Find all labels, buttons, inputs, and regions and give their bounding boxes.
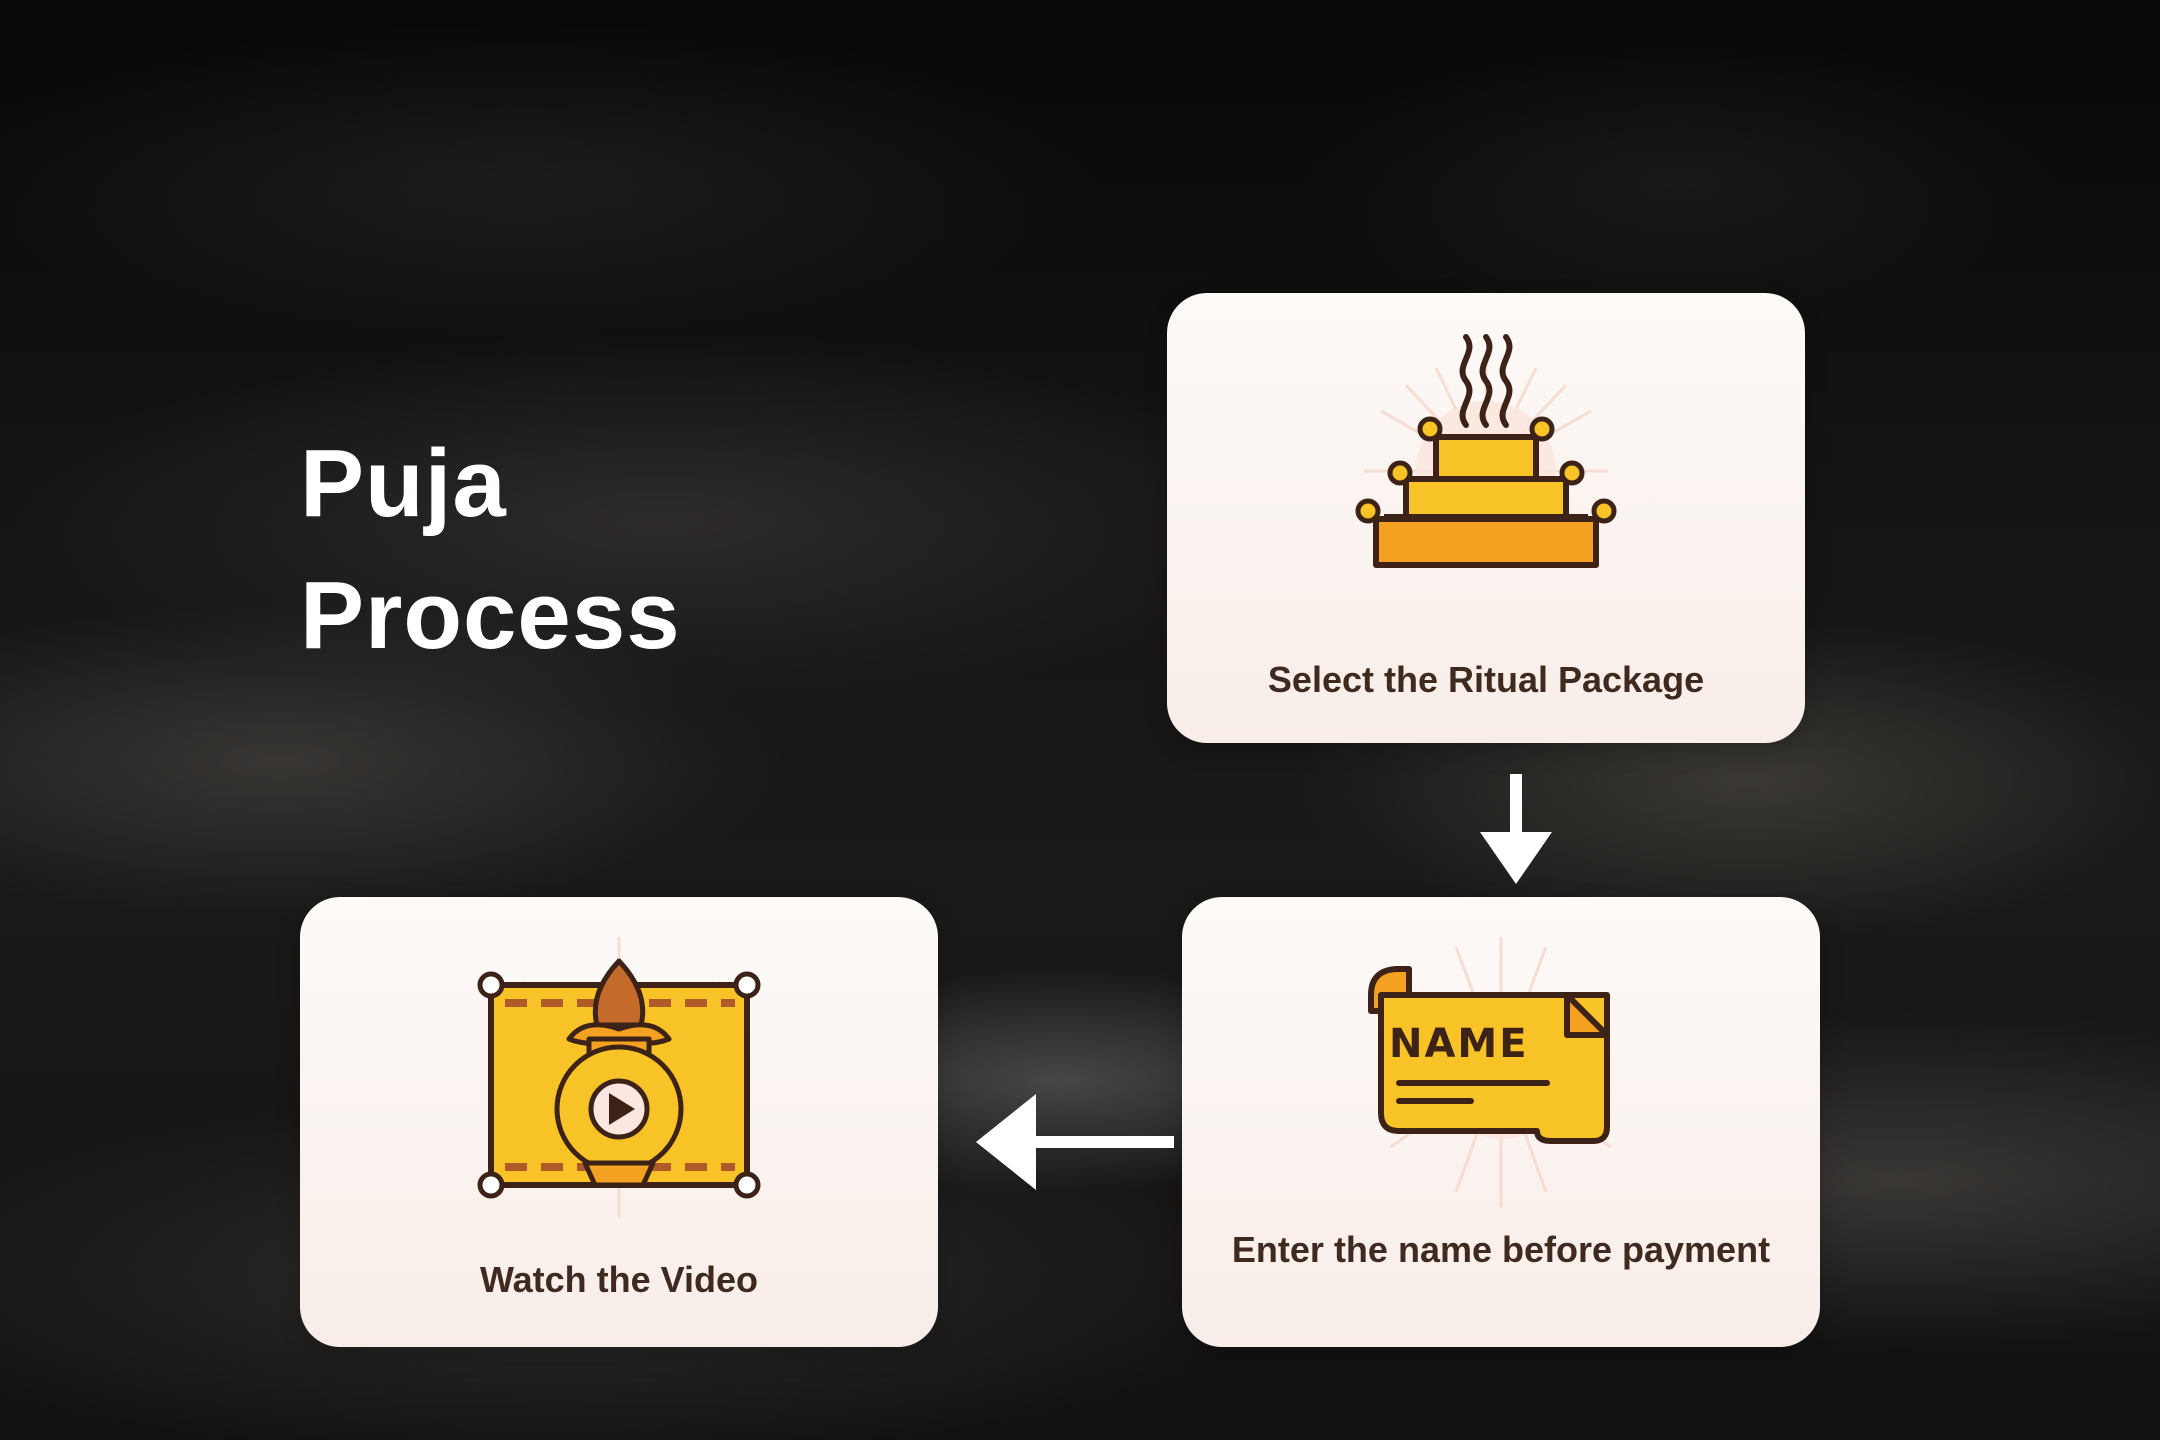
name-scroll-icon: NAME — [1368, 937, 1612, 1207]
title-line-2: Process — [300, 562, 681, 669]
arrow-left-icon — [976, 1094, 1174, 1190]
step-label: Enter the name before payment — [1231, 1229, 1771, 1270]
step-label: Select the Ritual Package — [1267, 659, 1705, 700]
title-line-1: Puja — [300, 430, 507, 537]
temple-altar-icon — [1355, 334, 1617, 568]
arrow-down-icon — [1480, 774, 1552, 884]
step-card-select-package: Select the Ritual Package — [1167, 293, 1805, 743]
step-card-watch-video: Watch the Video — [300, 897, 938, 1347]
step-card-enter-name: NAME Enter the name before payment — [1182, 897, 1820, 1347]
name-scroll-text: NAME — [1389, 1021, 1529, 1067]
page-title: Puja Process — [300, 418, 820, 682]
step-label: Watch the Video — [479, 1259, 759, 1300]
kalash-video-icon — [477, 937, 761, 1217]
